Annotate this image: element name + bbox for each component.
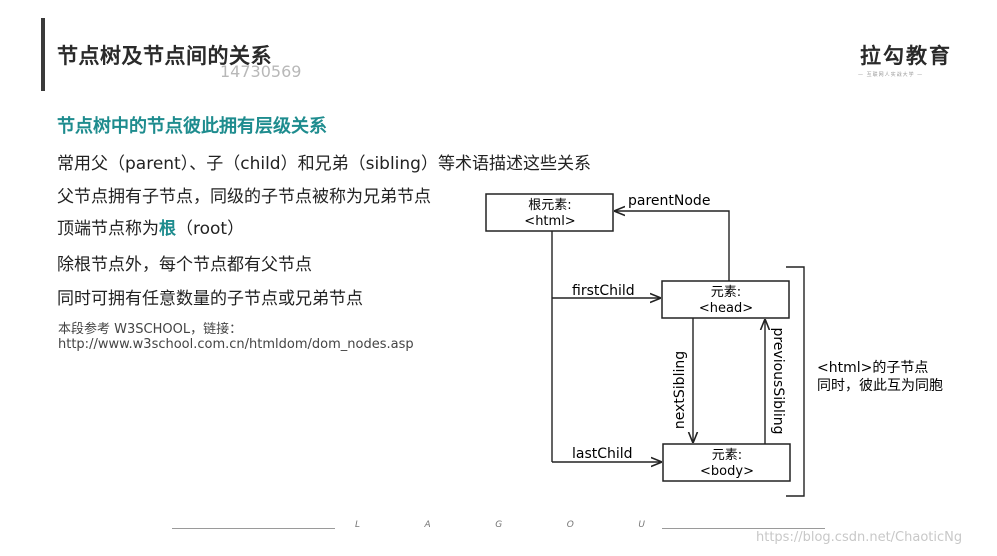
reference-label: 本段参考 W3SCHOOL，链接：	[58, 322, 243, 337]
last-child-label: lastChild	[572, 446, 633, 462]
body-node-label-1: 元素:	[712, 448, 742, 463]
footer-brand-letters: L A G O U	[355, 520, 645, 530]
footer-letter: O	[566, 520, 574, 530]
watermark-number: 14730569	[220, 62, 302, 81]
next-sibling-label: nextSibling	[672, 351, 688, 429]
footer-divider-left	[172, 528, 335, 529]
footer-letter: L	[355, 520, 361, 530]
text-line-2: 父节点拥有子节点，同级的子节点被称为兄弟节点	[57, 187, 431, 207]
text-line-5: 同时可拥有任意数量的子节点或兄弟节点	[57, 289, 363, 309]
root-node-box	[485, 193, 614, 232]
root-node-label-1: 根元素:	[528, 198, 571, 213]
page-title: 节点树及节点间的关系	[57, 44, 272, 68]
section-subtitle: 节点树中的节点彼此拥有层级关系	[57, 116, 327, 137]
brand-logo: 拉勾教育	[860, 44, 952, 68]
footer-letter: A	[424, 520, 431, 530]
previous-sibling-label: previousSibling	[770, 327, 786, 434]
root-node-label-2: <html>	[524, 214, 575, 229]
first-child-label: firstChild	[572, 283, 635, 299]
text-line-4: 除根节点外，每个节点都有父节点	[57, 255, 312, 275]
brand-logo-subtext: — 互联网人实战大学 —	[858, 72, 924, 78]
footer-divider-right	[662, 528, 825, 529]
body-node-label-2: <body>	[700, 464, 754, 479]
title-accent-bar	[41, 18, 45, 91]
children-bracket	[786, 266, 805, 497]
parent-node-arrow	[615, 211, 730, 281]
body-node-box	[662, 443, 791, 482]
parent-node-label: parentNode	[628, 193, 710, 209]
children-note-line-2: 同时，彼此互为同胞	[817, 378, 943, 394]
root-emphasis: 根	[159, 219, 176, 239]
reference-link[interactable]: http://www.w3school.com.cn/htmldom/dom_n…	[58, 337, 414, 352]
text-line-1: 常用父（parent）、子（child）和兄弟（sibling）等术语描述这些关…	[57, 154, 591, 174]
children-note-line-1: <html>的子节点	[817, 360, 928, 376]
text-line-3: 顶端节点称为根（root）	[57, 214, 244, 239]
head-node-box	[661, 280, 790, 319]
footer-letter: G	[495, 520, 503, 530]
head-node-label-2: <head>	[699, 301, 753, 316]
footer-letter: U	[638, 520, 645, 530]
csdn-watermark: https://blog.csdn.net/ChaoticNg	[756, 530, 963, 545]
head-node-label-1: 元素:	[711, 285, 741, 300]
text-line-3-suffix: （root）	[176, 219, 245, 239]
text-line-3-prefix: 顶端节点称为	[57, 219, 159, 239]
